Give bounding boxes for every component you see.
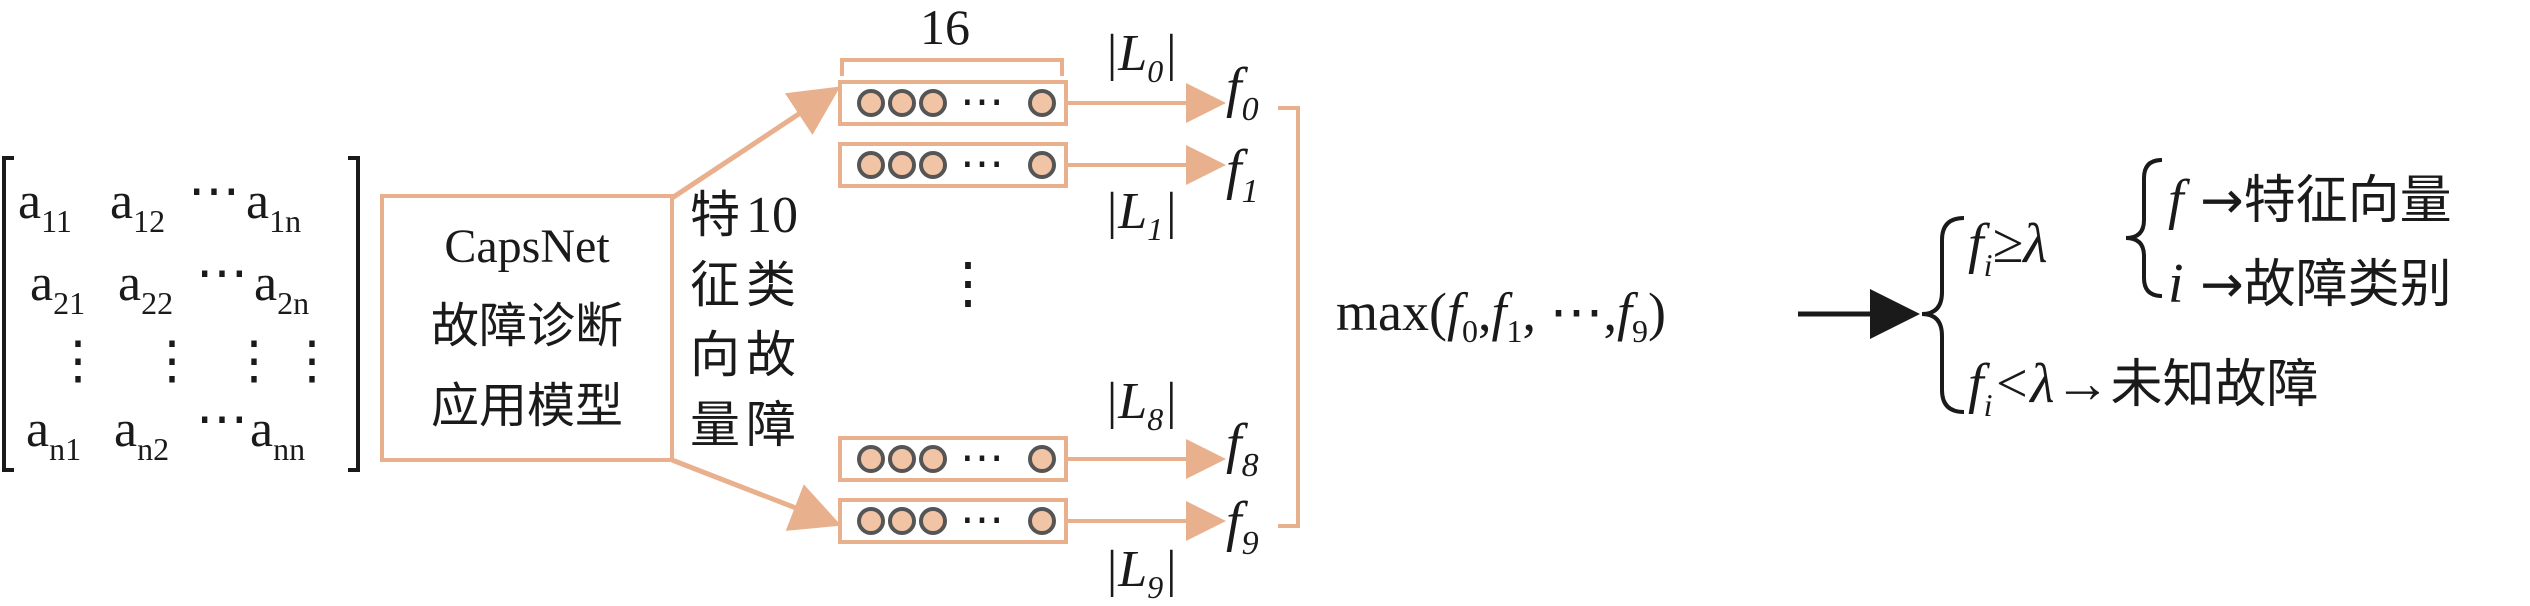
model-box-line-2: 故障诊断	[431, 298, 623, 354]
capsule-vertical-ellipsis: ⋮	[940, 253, 996, 315]
capsule-row: ⋯ |L9| f9	[838, 491, 1259, 605]
capsule-node	[857, 445, 885, 473]
capsule-row: ⋯ |L8| f8	[838, 373, 1259, 484]
capsule-node	[919, 445, 947, 473]
capsule-norm-label: |L1|	[1104, 183, 1178, 247]
capsule-width-indicator: 16	[840, 0, 1064, 76]
capsule-node	[888, 507, 916, 535]
capsule-dots: ⋯	[960, 433, 1004, 482]
capsule-node	[888, 151, 916, 179]
capsule-dots: ⋯	[960, 139, 1004, 188]
capsule-output-label: f0	[1226, 57, 1259, 128]
capsule-node	[857, 89, 885, 117]
matrix-cell: ⋮	[286, 333, 338, 390]
matrix-right-bracket	[348, 156, 360, 472]
unknown-condition: fi<λ→未知故障	[1968, 353, 2319, 423]
capsule-node	[919, 151, 947, 179]
capsule-node	[1028, 89, 1056, 117]
known-branch-feature: f →特征向量	[2168, 169, 2452, 231]
output-collector-bracket	[1278, 106, 1300, 528]
capsule-node	[857, 151, 885, 179]
caption-char: 量	[690, 396, 740, 454]
known-condition: fi≥λ	[1968, 213, 2047, 283]
max-expression: max(f0,f1, ⋯,f9)	[1336, 282, 1666, 349]
capsule-node	[888, 89, 916, 117]
caption-char: 故	[746, 326, 796, 384]
matrix-cell: ⋯	[196, 245, 248, 302]
caption-char: 障	[746, 396, 796, 454]
matrix-cell: ⋯	[196, 391, 248, 448]
capsule-node	[888, 445, 916, 473]
matrix-cell: a11	[18, 173, 72, 239]
matrix-cell: a12	[110, 173, 165, 239]
capsule-row: ⋯ |L1| f1	[838, 139, 1259, 247]
matrix-cell: a1n	[246, 173, 301, 239]
matrix-cell: a21	[30, 255, 85, 321]
model-box-line-1: CapsNet	[444, 220, 610, 273]
vertical-caption: 特 征 向 量 10 类 故 障	[690, 186, 798, 454]
capsule-row: ⋯ |L0| f0	[838, 25, 1259, 128]
capsule-node	[919, 507, 947, 535]
capsule-node	[857, 507, 885, 535]
model-box-line-3: 应用模型	[431, 378, 623, 434]
known-branch-category: i →故障类别	[2168, 253, 2452, 315]
input-matrix: a11 a12 ⋯ a1n a21 a22 ⋯ a2n ⋮ ⋮ ⋮ ⋮ an1 …	[2, 156, 360, 472]
matrix-cell: ⋯	[188, 163, 240, 220]
matrix-cell: ann	[250, 401, 305, 467]
capsule-output-label: f1	[1226, 139, 1259, 210]
capsule-output-label: f8	[1226, 413, 1259, 484]
fan-arrow-bottom	[671, 457, 842, 531]
known-branch-brace	[2125, 158, 2163, 298]
capsule-dots: ⋯	[960, 77, 1004, 126]
capsule-width-label: 16	[920, 0, 970, 55]
caption-char: 10	[746, 187, 798, 244]
model-box-frame	[380, 194, 674, 462]
capsule-dots: ⋯	[960, 495, 1004, 544]
matrix-cell: an1	[26, 401, 81, 467]
capsule-output-label: f9	[1226, 491, 1259, 562]
capsule-norm-label: |L0|	[1104, 25, 1178, 89]
capsule-node	[1028, 507, 1056, 535]
caption-char: 征	[690, 256, 740, 314]
matrix-cell: ⋮	[52, 333, 104, 390]
matrix-cell: ⋮	[146, 333, 198, 390]
capsule-node	[1028, 151, 1056, 179]
matrix-cell: an2	[114, 401, 169, 467]
decision-brace	[1921, 216, 1965, 414]
caption-char: 类	[746, 256, 796, 314]
caption-char: 向	[690, 326, 740, 384]
capsule-node	[919, 89, 947, 117]
capsule-node	[1028, 445, 1056, 473]
matrix-cell: a2n	[254, 255, 309, 321]
matrix-cell: ⋮	[228, 333, 280, 390]
capsule-norm-label: |L8|	[1104, 373, 1178, 437]
matrix-left-bracket	[2, 156, 14, 472]
matrix-cell: a22	[118, 255, 173, 321]
caption-char: 特	[690, 186, 740, 244]
fan-arrow-top	[670, 86, 841, 201]
capsule-norm-label: |L9|	[1104, 541, 1178, 605]
model-box: CapsNet 故障诊断 应用模型	[380, 194, 674, 462]
